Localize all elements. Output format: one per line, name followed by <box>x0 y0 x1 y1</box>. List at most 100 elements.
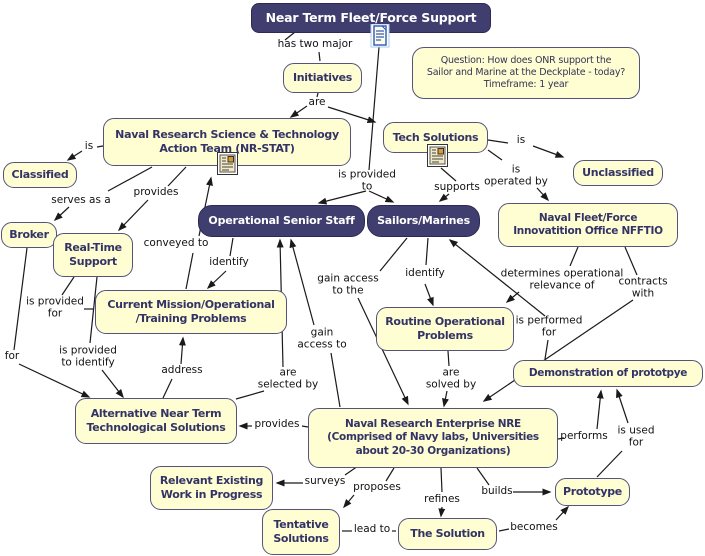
document-icon[interactable] <box>370 23 390 52</box>
connector-line <box>438 193 450 202</box>
concept-demonstration-of-prototype[interactable]: Demonstration of prototpye <box>513 360 703 387</box>
concept-nre[interactable]: Naval Research Enterprise NRE(Comprised … <box>308 408 558 468</box>
link-label[interactable]: becomes <box>510 522 557 534</box>
link-label[interactable]: conveyed to <box>144 238 209 250</box>
concept-initiatives[interactable]: Initiatives <box>283 63 362 93</box>
concept-current-mission-problems[interactable]: Current Mission/Operational/Training Pro… <box>95 290 287 334</box>
link-label[interactable]: lead to <box>354 524 390 536</box>
link-label-text: to the <box>332 284 364 296</box>
concept-initiatives-text: Initiatives <box>292 71 353 85</box>
link-label[interactable]: is <box>85 141 93 153</box>
connector-line <box>532 145 565 158</box>
link-label-text: are <box>442 366 460 379</box>
link-label-text: has two major <box>277 38 353 51</box>
link-label[interactable]: serves as a <box>51 195 110 207</box>
link-label-text: is <box>516 134 526 147</box>
concept-broker[interactable]: Broker <box>1 222 57 248</box>
link-label-text: is provided <box>338 168 396 181</box>
concept-tentative-solutions-text: Solutions <box>273 532 329 545</box>
connector-line <box>498 528 510 532</box>
link-label-text: refines <box>424 493 460 506</box>
link-label-text: to <box>361 180 373 192</box>
link-label[interactable]: identify <box>209 257 248 269</box>
link-label-text: relevance of <box>529 279 595 291</box>
connector-line <box>318 51 321 62</box>
link-label-text: with <box>631 287 655 299</box>
link-label[interactable]: builds <box>481 486 512 498</box>
link-label[interactable]: provides <box>134 187 179 199</box>
resource-group-icon[interactable] <box>217 152 238 179</box>
concept-classified[interactable]: Classified <box>3 162 77 188</box>
connector-line <box>178 336 186 365</box>
link-label[interactable]: refines <box>424 494 460 506</box>
link-label-text: gain <box>310 326 334 339</box>
resource-group-icon[interactable] <box>427 144 448 171</box>
link-label[interactable]: proposes <box>353 482 401 494</box>
concept-sailors-marines[interactable]: Sailors/Marines <box>367 205 480 237</box>
concept-nfftio-text: Innovatition Office NFFTIO <box>513 225 663 237</box>
link-label[interactable]: for <box>5 351 19 363</box>
link-label-text: for <box>4 350 20 363</box>
link-label[interactable]: surveys <box>305 476 346 488</box>
connector-line <box>301 425 309 428</box>
link-label[interactable]: provides <box>255 419 300 431</box>
connector-line <box>385 467 395 482</box>
link-label-text: is used <box>617 424 655 437</box>
link-label-text: are <box>308 96 326 109</box>
link-label-text: is <box>84 140 94 153</box>
link-label-text: becomes <box>510 521 558 534</box>
concept-the-solution[interactable]: The Solution <box>398 518 497 550</box>
connector-line <box>289 105 308 118</box>
link-label-text: address <box>161 364 203 377</box>
concept-operational-senior-staff[interactable]: Operational Senior Staff <box>198 205 365 237</box>
link-label[interactable]: are <box>309 97 326 109</box>
connector-line <box>425 237 429 266</box>
link-label-text: are <box>279 366 297 379</box>
concept-broker-text: Broker <box>9 228 49 242</box>
concept-tentative-solutions-text: Tentative <box>273 518 329 532</box>
connector-line <box>284 31 296 41</box>
concept-question-note-text: Sailor and Marine at the Deckplate - tod… <box>426 67 626 79</box>
link-label[interactable]: is <box>517 135 525 147</box>
connector-line <box>61 276 75 296</box>
connector-line <box>167 166 187 187</box>
concept-near-term-fleet-force-support[interactable]: Near Term Fleet/Force Support <box>251 3 491 33</box>
link-label[interactable]: has two major <box>278 39 353 51</box>
concept-question-note-text: Question: How does ONR support the <box>440 55 612 67</box>
link-label[interactable]: performs <box>560 431 607 443</box>
link-label-text: conveyed to <box>143 237 209 250</box>
concept-the-solution-text: The Solution <box>410 527 485 541</box>
concept-unclassified-text: Unclassified <box>582 166 654 180</box>
connector-line <box>18 363 91 398</box>
concept-prototype[interactable]: Prototype <box>555 478 630 506</box>
link-label-text: identify <box>209 256 249 269</box>
connector-line <box>424 283 434 307</box>
concept-routine-operational-problems-text: Routine Operational <box>385 315 505 329</box>
link-label-text: lead to <box>353 523 391 536</box>
link-label[interactable]: address <box>161 365 202 377</box>
concept-unclassified[interactable]: Unclassified <box>573 160 663 186</box>
connector-line <box>487 139 509 144</box>
link-label[interactable]: identify <box>405 268 444 280</box>
link-label[interactable]: supports <box>434 182 480 194</box>
connector-line <box>229 237 234 257</box>
